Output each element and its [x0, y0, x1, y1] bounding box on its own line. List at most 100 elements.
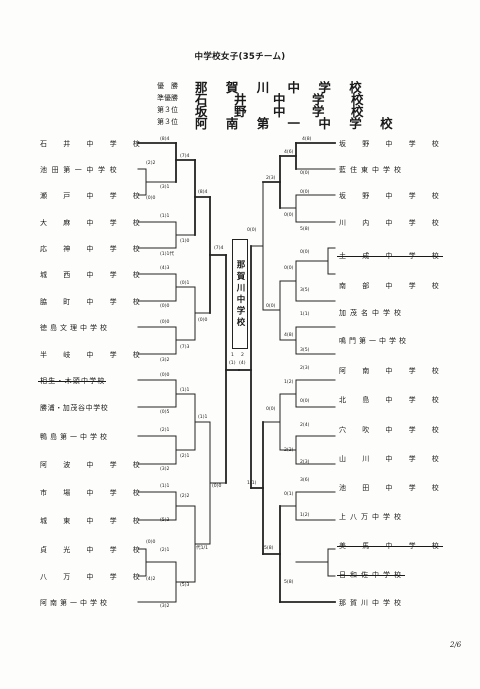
score: 1(1) — [247, 481, 257, 486]
right-team: 池 田 中 学 校 — [339, 484, 444, 492]
score: 0(0) — [284, 213, 294, 218]
result-team: 石 井 中 学 校 — [195, 92, 371, 107]
right-team: 加茂名中学校 — [339, 309, 405, 317]
score: 5(8) — [284, 580, 294, 585]
score: 3(5) — [300, 288, 310, 293]
score: (8)4 — [160, 137, 170, 142]
left-team: 石 井 中 学 校 — [40, 140, 145, 148]
score: (2)2 — [146, 161, 156, 166]
right-team-withdrawn: 日和佐中学校 — [337, 571, 405, 579]
score: 2(3) — [300, 460, 310, 465]
left-team: 応 神 中 学 校 — [40, 245, 145, 253]
score: (5)3 — [160, 518, 170, 523]
score: (3)2 — [160, 358, 170, 363]
score: (7)3 — [180, 345, 190, 350]
score: 2(3) — [300, 366, 310, 371]
right-team: 藍住東中学校 — [339, 166, 405, 174]
score: 5(8) — [264, 546, 274, 551]
score: 4(6) — [284, 150, 294, 155]
score: (7)4 — [214, 246, 224, 251]
left-team: 鴨島第一中学校 — [40, 433, 110, 441]
score: (3)1 — [160, 185, 170, 190]
result-team: 阿 南 第 一 中 学 校 — [195, 116, 400, 131]
score: (4)2 — [146, 577, 156, 582]
score: (3)2 — [160, 467, 170, 472]
score: 5(8) — [300, 227, 310, 232]
score: (3)2 — [160, 604, 170, 609]
score: (0)0 — [160, 304, 170, 309]
right-team: 北 島 中 学 校 — [339, 396, 444, 404]
score: (5)3 — [180, 583, 190, 588]
left-team: 勝浦・加茂谷中学校 — [40, 404, 109, 412]
score: (1)1 — [160, 214, 170, 219]
score: 0(0) — [300, 171, 310, 176]
score: 0(0) — [300, 399, 310, 404]
score: (8)4 — [198, 190, 208, 195]
score: 0(0) — [266, 304, 276, 309]
right-team: 鳴門第一中学校 — [339, 337, 409, 345]
score: 0(0) — [300, 250, 310, 255]
score: 0(0) — [284, 266, 294, 271]
left-team: 貞 光 中 学 校 — [40, 546, 145, 554]
score: (2)1 — [160, 548, 170, 553]
right-team: 那賀川中学校 — [339, 599, 405, 607]
right-team: 穴 吹 中 学 校 — [339, 426, 444, 434]
score: (1) — [229, 361, 236, 366]
result-label: 優 勝 — [157, 82, 178, 90]
score: (1)1 — [198, 415, 208, 420]
right-team: 山 川 中 学 校 — [339, 455, 444, 463]
score: (0)0 — [198, 318, 208, 323]
score: 2(4) — [300, 423, 310, 428]
score: (1)1 — [180, 388, 190, 393]
left-team: 徳島文理中学校 — [40, 324, 110, 332]
score: 2 — [241, 353, 244, 358]
left-team-withdrawn: 相生・木頭中学校 — [38, 377, 106, 385]
score: 1(2) — [300, 513, 310, 518]
score: 代1/1 — [196, 546, 208, 551]
page-number: 2/6 — [450, 641, 462, 649]
left-team: 阿南第一中学校 — [40, 599, 110, 607]
right-team: 坂 野 中 学 校 — [339, 140, 444, 148]
result-team: 坂 野 中 学 校 — [195, 104, 371, 119]
score: (1)0 — [180, 239, 190, 244]
score: (0)0 — [146, 540, 156, 545]
right-team: 南 部 中 学 校 — [339, 282, 444, 290]
score: 0(1) — [284, 492, 294, 497]
score: (7)4 — [180, 154, 190, 159]
score: (2)1 — [160, 428, 170, 433]
champion-label: 那賀川中学校 — [235, 259, 245, 329]
score: (0)5 — [160, 410, 170, 415]
score: (0)1 — [180, 281, 190, 286]
right-team: 阿 南 中 学 校 — [339, 367, 444, 375]
score: 2(3) — [266, 176, 276, 181]
score: 1 — [231, 353, 234, 358]
score: (1)1代 — [160, 252, 175, 257]
result-label: 準優勝 — [157, 94, 178, 102]
right-team: 上八万中学校 — [339, 513, 405, 521]
score: (0)0 — [146, 196, 156, 201]
left-team: 阿 波 中 学 校 — [40, 461, 145, 469]
left-team: 城 東 中 学 校 — [40, 517, 145, 525]
result-label: 第３位 — [157, 118, 178, 126]
result-label: 第３位 — [157, 106, 178, 114]
left-team: 脇 町 中 学 校 — [40, 298, 145, 306]
score: 1(1) — [300, 312, 310, 317]
score: 2(2) — [284, 448, 294, 453]
right-team-withdrawn: 土 成 中 学 校 — [336, 252, 444, 260]
champion-box: 那賀川中学校 — [232, 239, 248, 349]
right-team: 坂 野 中 学 校 — [339, 192, 444, 200]
score: 3(5) — [300, 348, 310, 353]
score: (2)1 — [180, 454, 190, 459]
score: 1(2) — [284, 380, 294, 385]
score: 4(8) — [284, 333, 294, 338]
score: (4) — [239, 361, 246, 366]
page-title: 中学校女子(35チーム) — [194, 52, 286, 62]
score: 3(6) — [300, 478, 310, 483]
score: (0)0 — [160, 320, 170, 325]
left-team: 池田第一中学校 — [40, 166, 122, 174]
left-team: 半 岐 中 学 校 — [40, 351, 145, 359]
score: (4)3 — [160, 266, 170, 271]
score: 4(8) — [302, 137, 312, 142]
